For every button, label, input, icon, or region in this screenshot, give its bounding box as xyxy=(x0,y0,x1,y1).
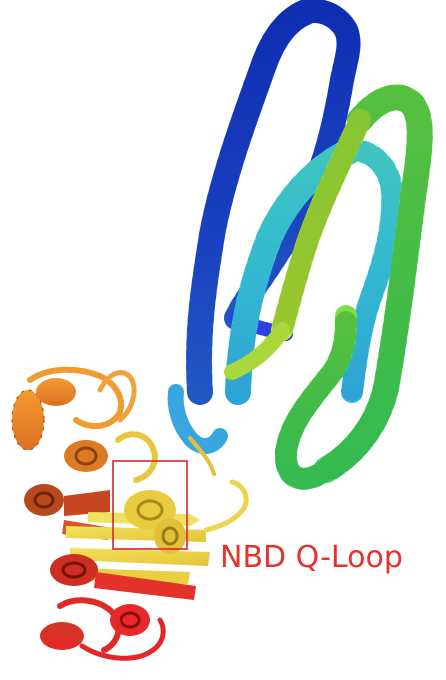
q-loop-highlight-box xyxy=(112,460,188,550)
tmd-helix-cyan xyxy=(167,137,404,454)
tmd-helix-green xyxy=(224,84,433,490)
nbd-domain xyxy=(11,366,249,661)
nbd-q-loop-label: NBD Q-Loop xyxy=(220,540,403,575)
